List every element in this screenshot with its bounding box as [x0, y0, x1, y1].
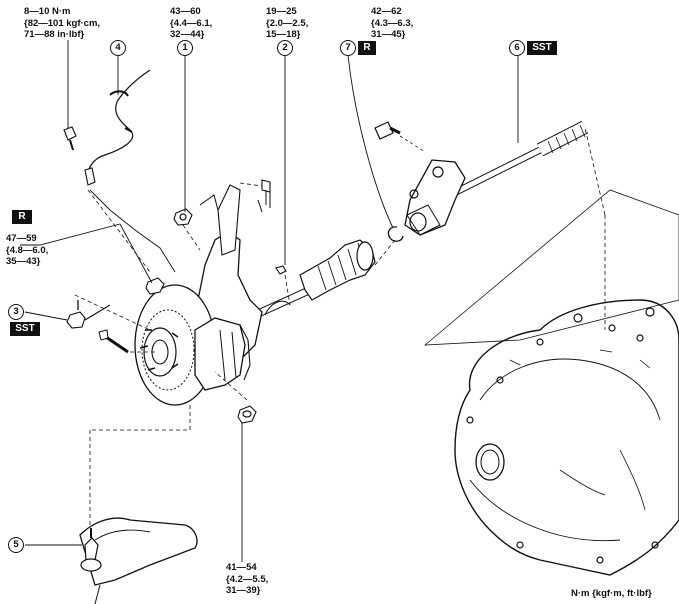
torque-item-2: 19—25 {2.0—2.5, 15—18} — [266, 6, 308, 41]
torque-line: {4.2—5.5, — [226, 573, 269, 585]
torque-line: 32—44} — [170, 29, 205, 40]
torque-line: {4.3—6.3, — [371, 17, 414, 29]
lower-arm — [79, 517, 198, 604]
torque-line: 31—39} — [226, 585, 261, 596]
unit-note: N·m {kgf·m, ft·lbf} — [571, 588, 652, 599]
tie-rod-end — [66, 300, 111, 329]
torque-bracket-bolt: 42—62 {4.3—6.3, 31—45} — [371, 6, 413, 41]
torque-sensor-bolt: 8—10 N·m {82—101 kgf·cm, 71—88 in·lbf} — [24, 6, 100, 41]
drive-shaft — [253, 239, 376, 319]
torque-line: 31—45} — [371, 29, 406, 40]
replace-badge: R — [12, 210, 32, 224]
torque-line: 41—54 — [226, 562, 257, 573]
torque-line: {4.8—6.0, — [6, 244, 49, 256]
bracket-bolt — [374, 121, 426, 153]
bolt-2 — [275, 265, 287, 275]
clip — [387, 226, 404, 242]
torque-line: 19—25 — [266, 6, 297, 17]
sst-badge: SST — [10, 322, 40, 336]
callout-7: 7 — [340, 40, 356, 56]
callout-1: 1 — [177, 40, 193, 56]
torque-line: 71—88 in·lbf} — [24, 29, 85, 40]
torque-line: 43—60 — [170, 6, 201, 17]
torque-line: 47—59 — [6, 233, 37, 244]
torque-line: {4.4—6.1, — [170, 17, 213, 29]
callout-4: 4 — [110, 40, 126, 56]
torque-line: 15—18} — [266, 29, 301, 40]
abs-sensor-harness — [63, 69, 151, 186]
dashed-guides — [74, 127, 606, 525]
callout-2: 2 — [277, 40, 293, 56]
callout-3: 3 — [8, 304, 24, 320]
brake-caliper — [194, 317, 251, 391]
torque-line: 42—62 — [371, 6, 402, 17]
knuckle-nut-1 — [173, 208, 193, 226]
torque-item-1: 43—60 {4.4—6.1, 32—44} — [170, 6, 212, 41]
callout-6: 6 — [509, 40, 525, 56]
replace-badge: R — [358, 41, 376, 55]
torque-ball-joint-nut: 41—54 {4.2—5.5, 31—39} — [226, 562, 268, 597]
intermediate-shaft — [404, 120, 589, 236]
sst-badge: SST — [527, 41, 557, 55]
torque-line: {2.0—2.5, — [266, 17, 309, 29]
ball-joint-nut — [237, 405, 257, 424]
transaxle-housing — [423, 189, 679, 576]
torque-line: 8—10 N·m — [24, 6, 71, 17]
leader-lines — [20, 40, 519, 562]
callout-5: 5 — [8, 537, 24, 553]
long-bolt — [98, 329, 129, 354]
torque-line: 35—43} — [6, 256, 41, 267]
torque-line: {82—101 kgf·cm, — [24, 17, 101, 29]
torque-tie-rod-nut: 47—59 {4.8—6.0, 35—43} — [6, 233, 48, 268]
tie-rod-nut — [145, 277, 165, 295]
